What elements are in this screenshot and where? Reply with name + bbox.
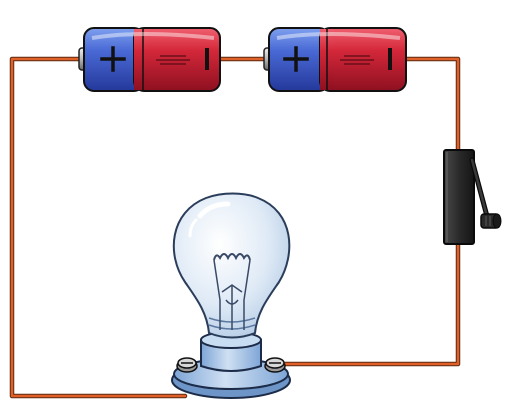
switch-knob [480, 213, 502, 229]
light-bulb [171, 192, 291, 399]
battery-1 [78, 27, 221, 92]
battery-1-label-texture [156, 55, 190, 65]
battery-2 [263, 27, 407, 92]
battery-1-positive-symbol [100, 46, 126, 72]
switch [443, 149, 502, 245]
battery-2-label-texture [340, 55, 374, 65]
terminal-screw-left [176, 357, 198, 373]
bulb-filament [213, 253, 251, 330]
switch-lever [469, 157, 491, 223]
terminal-screw-right [264, 357, 286, 373]
wire-loop [9, 56, 461, 399]
battery-2-positive-symbol [283, 46, 309, 72]
